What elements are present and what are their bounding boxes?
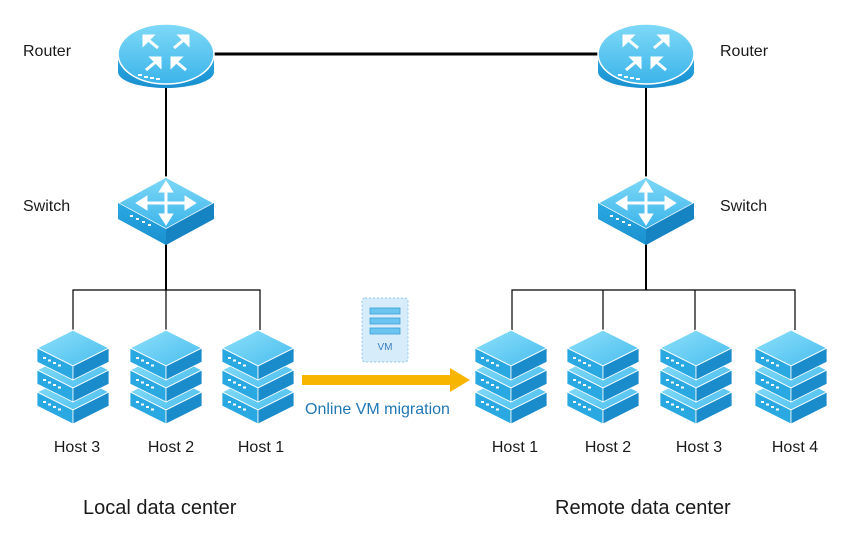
remote-switch-icon bbox=[596, 176, 696, 245]
remote-host-bus bbox=[511, 289, 796, 334]
remote-host-label: Host 3 bbox=[675, 439, 723, 456]
remote-host-server-icon bbox=[473, 329, 549, 425]
migration-label: Online VM migration bbox=[305, 401, 450, 418]
vm-label: VM bbox=[378, 342, 393, 353]
local-host-label: Host 3 bbox=[53, 439, 101, 456]
remote-router-label: Router bbox=[720, 43, 769, 60]
remote-host-server-icon bbox=[565, 329, 641, 425]
local-host-server-icon bbox=[220, 329, 296, 425]
remote-host-label: Host 4 bbox=[771, 439, 819, 456]
local-host-server-icon bbox=[128, 329, 204, 425]
remote-host-server-icon bbox=[658, 329, 734, 425]
local-host-label: Host 2 bbox=[147, 439, 195, 456]
remote-router-icon bbox=[597, 23, 695, 88]
remote-switch-label: Switch bbox=[720, 198, 768, 215]
remote-host-server-icon bbox=[753, 329, 829, 425]
local-router-label: Router bbox=[23, 43, 72, 60]
remote-host-label: Host 1 bbox=[491, 439, 539, 456]
local-datacenter-title: Local data center bbox=[83, 497, 237, 519]
local-switch-label: Switch bbox=[23, 198, 71, 215]
remote-host-label: Host 2 bbox=[584, 439, 632, 456]
local-host-server-icon bbox=[35, 329, 111, 425]
migration-arrow bbox=[302, 368, 470, 392]
links bbox=[72, 52, 796, 336]
local-router-icon bbox=[117, 23, 215, 88]
local-host-label: Host 1 bbox=[237, 439, 285, 456]
vm-icon: VM bbox=[361, 297, 409, 363]
local-switch-icon bbox=[116, 176, 216, 245]
remote-datacenter-title: Remote data center bbox=[555, 497, 731, 519]
